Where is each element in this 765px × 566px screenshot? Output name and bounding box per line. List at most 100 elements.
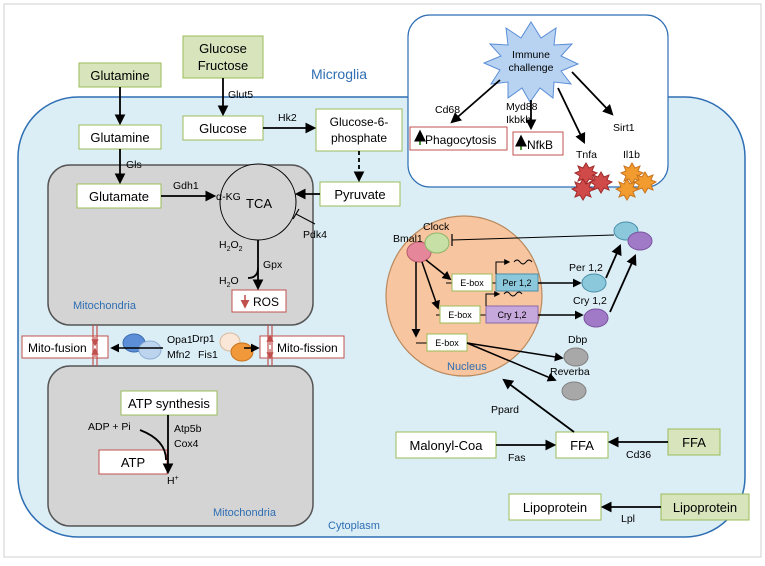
ppard-label: Ppard (491, 404, 519, 416)
mitochondria-lower (47, 365, 314, 527)
lipoprotein-text: Lipoprotein (523, 500, 587, 515)
gpx-label: Gpx (263, 259, 283, 271)
sirt1-arrow (571, 71, 614, 116)
per-to-complex-arrow (605, 244, 622, 279)
nucleus-label: Nucleus (447, 361, 487, 373)
g6p-text-2: phosphate (331, 131, 387, 145)
glutamate-text: Glutamate (89, 189, 149, 204)
glut5-label: Glut5 (228, 89, 253, 101)
malonyl-coa-text: Malonyl-Coa (410, 438, 484, 453)
ebox2-box (439, 305, 481, 324)
dbp-protein-icon (563, 347, 589, 367)
mitochondria-lower-label: Mitochondria (213, 507, 277, 519)
tnfa-cytokine-icon-2 (588, 171, 614, 194)
glutamine-text: Glutamine (90, 130, 149, 145)
h2o-label: H2O (219, 275, 239, 289)
immune-challenge-star-icon (482, 21, 580, 103)
per-protein-icon (581, 273, 607, 293)
lipoprotein-box (508, 493, 602, 521)
il1b-cytokine-icon-3 (614, 178, 640, 201)
g6p-box (315, 108, 403, 152)
glutamine-box (78, 124, 162, 150)
cry-mrna-icon (503, 291, 523, 297)
gls-label: Gls (126, 159, 142, 171)
ikbkb-label: Ikbkb (506, 114, 531, 126)
nfkb-text: NfkB (527, 138, 553, 152)
malonyl-coa-box (395, 431, 497, 459)
hk2-label: Hk2 (278, 112, 297, 124)
reverba-arrow (466, 342, 557, 382)
bmal1-label: Bmal1 (393, 233, 423, 245)
mito-fission-box (259, 335, 345, 359)
cd36-label: Cd36 (626, 449, 651, 461)
cry-protein-icon (583, 308, 609, 328)
ffa-text: FFA (570, 438, 594, 453)
pdk4-label: Pdk4 (303, 229, 327, 241)
akg-label: α-KG (216, 191, 241, 203)
ppard-arrow (502, 378, 575, 433)
cd68-arrow (450, 79, 501, 124)
atp5b-label: Atp5b (174, 423, 202, 435)
il1b-label: Il1b (623, 149, 640, 161)
glutamate-box (76, 183, 162, 209)
cd68-label: Cd68 (435, 104, 460, 116)
fis1-label: Fis1 (198, 349, 218, 361)
ebox3-box (426, 333, 468, 352)
clock-protein-icon (424, 232, 450, 254)
fructose-ext-text: Fructose (198, 58, 249, 73)
mfn2-protein-icon (138, 340, 162, 360)
complex-inhibit-line (451, 234, 615, 241)
per-promoter-arrow (495, 259, 511, 274)
cry-gene-text: Cry 1,2 (497, 310, 526, 320)
pyruvate-box (319, 181, 401, 207)
tnfa-cytokine-icon-3 (570, 178, 596, 201)
il1b-cytokine-icon-2 (632, 171, 658, 194)
tnfa-arrow (557, 87, 586, 144)
pyruvate-text: Pyruvate (334, 187, 385, 202)
cry-protein-label: Cry 1,2 (573, 295, 607, 307)
lpl-label: Lpl (621, 513, 635, 525)
opa1-label: Opa1 (167, 334, 193, 346)
reverba-label: Reverba (550, 366, 590, 378)
bmal1-to-ebox1-arrow (425, 259, 452, 281)
atp-box (98, 449, 168, 475)
ffa-ext-text: FFA (682, 435, 706, 450)
sirt1-label: Sirt1 (613, 122, 635, 134)
ffa-box (555, 431, 609, 459)
cytoplasm-label: Cytoplasm (328, 520, 380, 532)
dbp-arrow (466, 342, 564, 362)
lipoprotein-ext-box (660, 493, 750, 521)
atp-synthesis-text: ATP synthesis (128, 396, 210, 411)
g6p-text-1: Glucose-6- (330, 115, 389, 129)
immune-challenge-text-1: Immune (512, 49, 550, 61)
mito-fusion-box (21, 335, 109, 359)
reverba-protein-icon (561, 381, 587, 401)
glucose-fructose-box (182, 35, 264, 79)
bmal1-to-ebox2-arrow (421, 261, 440, 310)
ffa-ext-box (667, 428, 721, 456)
per-gene-text: Per 1,2 (502, 278, 531, 288)
cox4-label: Cox4 (174, 438, 199, 450)
phagocytosis-box (409, 126, 508, 151)
immune-challenge-text-2: challenge (509, 62, 554, 74)
mitochondria-upper-label: Mitochondria (73, 300, 137, 312)
dbp-label: Dbp (568, 334, 587, 346)
drp1-label: Drp1 (192, 333, 215, 345)
tca-label: TCA (246, 196, 272, 211)
phagocytosis-text: Phagocytosis (425, 133, 496, 147)
ebox3-text: E-box (435, 338, 459, 348)
cry-complex-icon (627, 231, 653, 251)
atp-synthesis-box (120, 390, 218, 416)
tnfa-label: Tnfa (576, 149, 597, 161)
microglia-label: Microglia (311, 66, 367, 82)
atp-synth-curve (139, 429, 167, 461)
ebox2-text: E-box (448, 310, 472, 320)
glucose-ext-text: Glucose (199, 41, 247, 56)
per-protein-label: Per 1,2 (569, 262, 603, 274)
mito-fusion-text: Mito-fusion (28, 341, 87, 355)
cry-to-complex-arrow (609, 254, 637, 313)
ebox1-text: E-box (460, 278, 484, 288)
adp-label: ADP + Pi (88, 421, 131, 433)
